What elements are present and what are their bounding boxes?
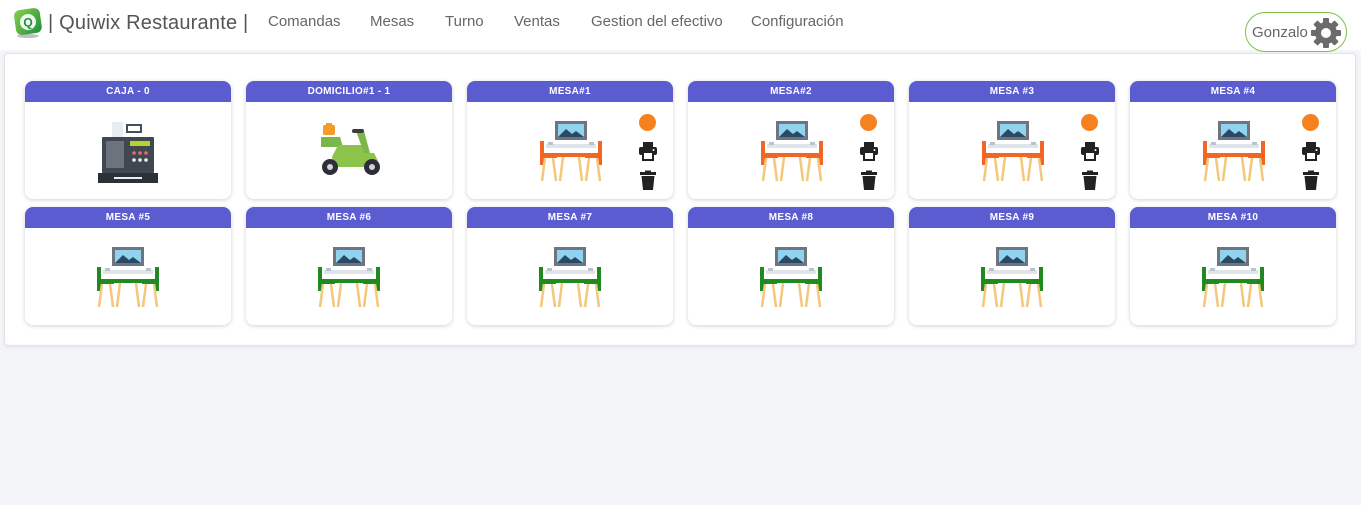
occupied-table-icon [1202, 119, 1266, 183]
card-mesa-9[interactable]: MESA #9 [909, 207, 1115, 325]
free-table-icon [759, 245, 823, 309]
card-caja-0[interactable]: CAJA - 0 [25, 81, 231, 199]
free-table-icon [1201, 245, 1265, 309]
occupied-status-dot [639, 114, 656, 131]
card-mesa-8[interactable]: MESA #8 [688, 207, 894, 325]
occupied-table-icon [539, 119, 603, 183]
card-label: DOMICILIO#1 - 1 [246, 81, 452, 102]
top-navbar: Q | Quiwix Restaurante | Comandas Mesas … [0, 0, 1361, 52]
printer-icon[interactable] [1080, 141, 1100, 161]
cash-register-icon [98, 122, 158, 183]
user-name: Gonzalo [1252, 24, 1308, 41]
card-label: MESA #9 [909, 207, 1115, 228]
trash-icon[interactable] [859, 170, 879, 190]
card-label: MESA #5 [25, 207, 231, 228]
printer-icon[interactable] [1301, 141, 1321, 161]
occupied-status-dot [1081, 114, 1098, 131]
card-label: MESA #4 [1130, 81, 1336, 102]
card-mesa-4[interactable]: MESA #4 [1130, 81, 1336, 199]
card-label: MESA #7 [467, 207, 673, 228]
card-label: MESA #3 [909, 81, 1115, 102]
card-domicilio-1[interactable]: DOMICILIO#1 - 1 [246, 81, 452, 199]
nav-turno[interactable]: Turno [445, 13, 484, 30]
trash-icon[interactable] [638, 170, 658, 190]
card-mesa-5[interactable]: MESA #5 [25, 207, 231, 325]
logo-letter: Q [23, 16, 32, 30]
trash-icon[interactable] [1080, 170, 1100, 190]
nav-mesas[interactable]: Mesas [370, 13, 415, 30]
card-mesa-10[interactable]: MESA #10 [1130, 207, 1336, 325]
trash-icon[interactable] [1301, 170, 1321, 190]
user-menu-button[interactable]: Gonzalo [1245, 12, 1347, 52]
nav-ventas[interactable]: Ventas [514, 13, 560, 30]
card-mesa-1[interactable]: MESA#1 [467, 81, 673, 199]
printer-icon[interactable] [638, 141, 658, 161]
free-table-icon [538, 245, 602, 309]
card-label: CAJA - 0 [25, 81, 231, 102]
delivery-scooter-icon [321, 123, 380, 175]
nav-comandas[interactable]: Comandas [268, 13, 341, 30]
tables-panel: CAJA - 0 DOMICILIO#1 - 1 [4, 53, 1356, 346]
card-label: MESA #6 [246, 207, 452, 228]
card-mesa-3[interactable]: MESA #3 [909, 81, 1115, 199]
free-table-icon [96, 245, 160, 309]
nav-gestion-efectivo[interactable]: Gestion del efectivo [591, 13, 723, 30]
card-label: MESA #10 [1130, 207, 1336, 228]
card-label: MESA#1 [467, 81, 673, 102]
gear-icon [1311, 18, 1341, 48]
card-label: MESA#2 [688, 81, 894, 102]
nav-configuracion[interactable]: Configuración [751, 13, 844, 30]
card-mesa-6[interactable]: MESA #6 [246, 207, 452, 325]
free-table-icon [980, 245, 1044, 309]
printer-icon[interactable] [859, 141, 879, 161]
occupied-table-icon [760, 119, 824, 183]
free-table-icon [317, 245, 381, 309]
app-brand: | Quiwix Restaurante | [48, 12, 249, 34]
card-mesa-2[interactable]: MESA#2 [688, 81, 894, 199]
quiwix-logo-icon[interactable]: Q [12, 6, 44, 38]
card-label: MESA #8 [688, 207, 894, 228]
occupied-status-dot [1302, 114, 1319, 131]
occupied-table-icon [981, 119, 1045, 183]
card-mesa-7[interactable]: MESA #7 [467, 207, 673, 325]
occupied-status-dot [860, 114, 877, 131]
